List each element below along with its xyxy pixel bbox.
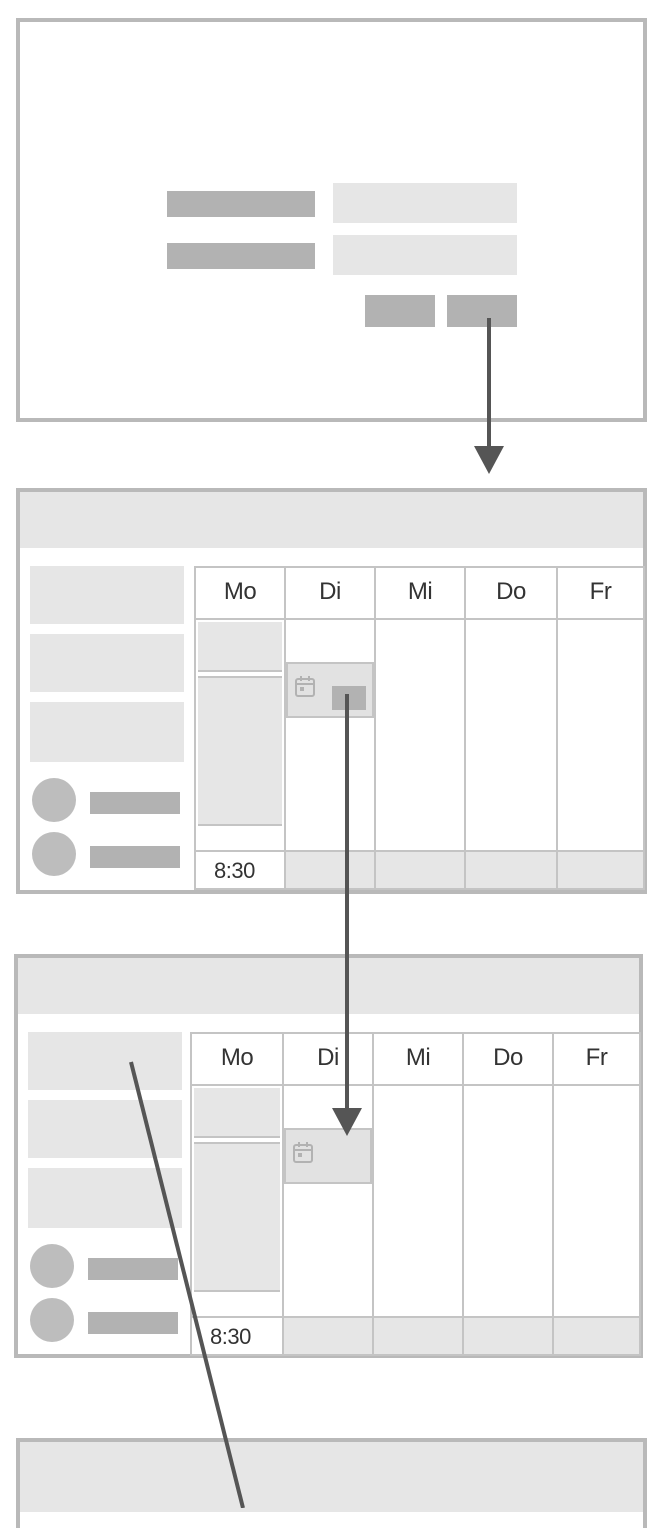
busy-block[interactable] [194,1088,280,1138]
user-name-placeholder [90,792,180,814]
busy-block[interactable] [198,622,282,672]
day-column-di[interactable] [282,1084,374,1318]
login-button[interactable] [447,295,517,327]
cancel-button[interactable] [365,295,435,327]
screen-next [16,1438,647,1528]
day-header-do: Do [462,1032,554,1086]
calendar-event[interactable] [286,662,374,718]
day-header-fr: Fr [552,1032,641,1086]
time-slot[interactable] [552,1316,641,1356]
user-name-placeholder [90,846,180,868]
day-column-do[interactable] [464,618,558,852]
busy-block[interactable] [194,1142,280,1292]
busy-block[interactable] [198,676,282,826]
app-header [20,492,643,548]
day-column-do[interactable] [462,1084,554,1318]
day-header-di: Di [282,1032,374,1086]
time-slot[interactable] [556,850,645,890]
day-header-di: Di [284,566,376,620]
user-name-placeholder [88,1312,178,1334]
day-column-fr[interactable] [552,1084,641,1318]
avatar [30,1298,74,1342]
sidebar-item[interactable] [30,634,184,692]
day-column-di[interactable] [284,618,376,852]
calendar-icon [295,676,315,697]
day-header-mo: Mo [190,1032,284,1086]
time-slot[interactable] [374,850,466,890]
avatar [32,778,76,822]
user-name-placeholder [88,1258,178,1280]
password-label [167,243,315,269]
screen-login [16,18,647,422]
edit-event-button[interactable] [332,686,366,710]
day-column-mi[interactable] [374,618,466,852]
username-label [167,191,315,217]
time-slot[interactable] [372,1316,464,1356]
day-header-do: Do [464,566,558,620]
sidebar-item[interactable] [28,1100,182,1158]
username-input[interactable] [333,183,517,223]
password-input[interactable] [333,235,517,275]
time-slot[interactable] [462,1316,554,1356]
app-header [20,1442,643,1512]
day-header-fr: Fr [556,566,645,620]
time-slot[interactable] [464,850,558,890]
sidebar-item[interactable] [30,566,184,624]
day-header-mi: Mi [374,566,466,620]
day-column-fr[interactable] [556,618,645,852]
time-slot[interactable] [284,850,376,890]
screen-calendar-2: Mo Di Mi Do Fr 8:30 [14,954,643,1358]
avatar [30,1244,74,1288]
app-header [18,958,639,1014]
day-column-mi[interactable] [372,1084,464,1318]
arrow-head [474,446,504,474]
screen-calendar-1: Mo Di Mi Do Fr 8:30 [16,488,647,894]
avatar [32,832,76,876]
calendar-icon [293,1142,313,1163]
sidebar-item[interactable] [30,702,184,762]
day-header-mi: Mi [372,1032,464,1086]
calendar-event[interactable] [284,1128,372,1184]
time-slot-label: 8:30 [194,850,286,890]
sidebar-item[interactable] [28,1032,182,1090]
day-header-mo: Mo [194,566,286,620]
time-slot[interactable] [282,1316,374,1356]
sidebar-item[interactable] [28,1168,182,1228]
time-slot-label: 8:30 [190,1316,284,1356]
